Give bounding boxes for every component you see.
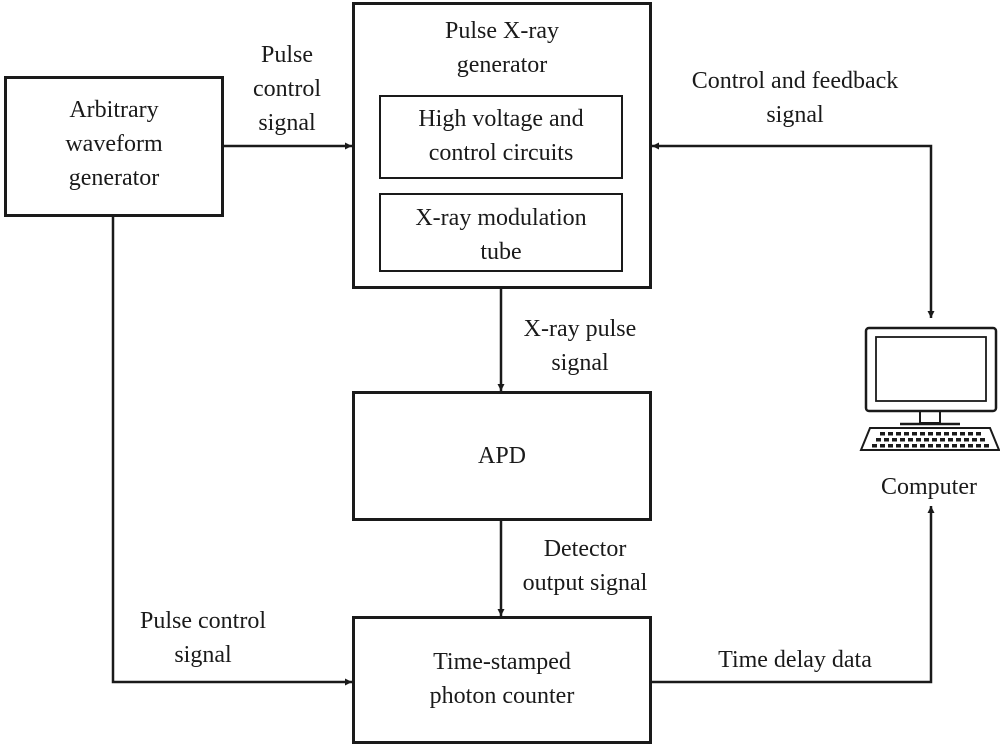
keyboard-key xyxy=(976,432,981,436)
keyboard-key xyxy=(976,444,981,448)
keyboard-key xyxy=(984,444,989,448)
keyboard-key xyxy=(872,444,877,448)
keyboard-key xyxy=(920,432,925,436)
xray-tube-block xyxy=(379,193,623,272)
xray-generator-label: Pulse X-ray generator xyxy=(445,18,559,78)
keyboard-key xyxy=(912,432,917,436)
keyboard-key xyxy=(888,432,893,436)
keyboard-key xyxy=(888,444,893,448)
keyboard-key xyxy=(936,444,941,448)
awg-label: Arbitrary waveform generator xyxy=(65,97,163,191)
photon-counter-label: Time-stamped photon counter xyxy=(429,649,575,709)
keyboard-key xyxy=(960,444,965,448)
keyboard-key xyxy=(960,432,965,436)
keyboard-key xyxy=(916,438,921,442)
keyboard-keys-icon xyxy=(872,432,989,448)
detector-output-signal: Detector output signal xyxy=(522,536,648,596)
keyboard-key xyxy=(912,444,917,448)
keyboard-key xyxy=(952,444,957,448)
hv-control-block xyxy=(379,95,623,179)
keyboard-key xyxy=(968,432,973,436)
control-feedback-signal: Control and feedback signal xyxy=(691,68,899,128)
keyboard-key xyxy=(904,444,909,448)
keyboard-key xyxy=(956,438,961,442)
xray-tube-label: X-ray modulation tube xyxy=(415,205,587,265)
keyboard-key xyxy=(936,432,941,436)
keyboard-key xyxy=(968,444,973,448)
keyboard-key xyxy=(944,444,949,448)
computer-icon xyxy=(859,326,1000,451)
computer-label: Computer xyxy=(881,474,977,500)
arrow-counter-to-computer xyxy=(652,506,935,684)
keyboard-key xyxy=(940,438,945,442)
pulse-control-signal-bottom: Pulse control signal xyxy=(140,608,266,668)
keyboard-key xyxy=(944,432,949,436)
keyboard-key xyxy=(932,438,937,442)
keyboard-key xyxy=(928,432,933,436)
keyboard-key xyxy=(880,444,885,448)
arrow-awg-to-counter xyxy=(111,217,352,686)
keyboard-key xyxy=(920,444,925,448)
hv-control-label: High voltage and control circuits xyxy=(418,106,584,166)
keyboard-key xyxy=(892,438,897,442)
xray-pulse-signal: X-ray pulse signal xyxy=(523,316,637,376)
keyboard-key xyxy=(904,432,909,436)
time-delay-data: Time delay data xyxy=(718,647,872,673)
apd-label: APD xyxy=(477,443,526,469)
keyboard-key xyxy=(908,438,913,442)
keyboard-key xyxy=(964,438,969,442)
awg-block xyxy=(4,76,224,217)
keyboard-key xyxy=(900,438,905,442)
keyboard-key xyxy=(952,432,957,436)
keyboard-key xyxy=(948,438,953,442)
arrow-feedback xyxy=(652,142,935,318)
keyboard-key xyxy=(876,438,881,442)
keyboard-key xyxy=(884,438,889,442)
keyboard-key xyxy=(980,438,985,442)
keyboard-key xyxy=(924,438,929,442)
keyboard-key xyxy=(972,438,977,442)
apd-block xyxy=(352,391,652,521)
photon-counter-block xyxy=(352,616,652,744)
keyboard-key xyxy=(880,432,885,436)
keyboard-key xyxy=(896,432,901,436)
pulse-control-signal-top: Pulse control signal xyxy=(253,42,321,136)
keyboard-key xyxy=(896,444,901,448)
keyboard-key xyxy=(928,444,933,448)
